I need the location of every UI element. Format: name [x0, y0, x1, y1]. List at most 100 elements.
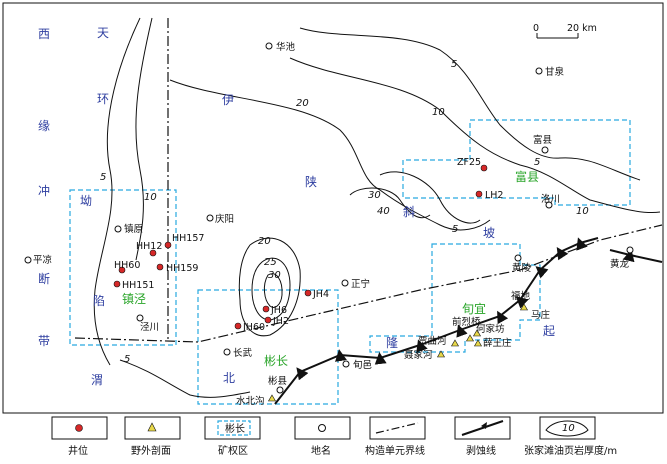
- contour-label: 5: [100, 172, 106, 183]
- section-labels: 前烈桥 何家坊 贾曲河 薛王庄 聂家河 水北沟: [236, 316, 512, 407]
- tectonic-label: 带: [38, 334, 50, 348]
- tectonic-label: 坡: [483, 226, 495, 240]
- tectonic-label: 北: [223, 371, 235, 385]
- place-marker: [541, 146, 549, 154]
- well-label: JH4: [312, 289, 329, 300]
- well-marker: [113, 280, 121, 288]
- thickness-contours: [93, 17, 661, 398]
- place-label: 黄龙: [610, 258, 630, 270]
- place-label: 甘泉: [545, 66, 565, 78]
- section-label: 聂家河: [404, 349, 433, 361]
- tectonic-label: 起: [543, 324, 555, 338]
- legend-block-symbol: [217, 420, 251, 436]
- legend-section-symbol: [147, 422, 157, 432]
- erosion-line-south: [274, 237, 599, 405]
- block-binchang-outline: [197, 289, 339, 405]
- contour-south-5: [119, 359, 251, 398]
- contour-jh-ring-30: [263, 273, 283, 308]
- well-marker: [480, 164, 488, 172]
- well-label: HH159: [166, 263, 198, 274]
- place-marker: [341, 279, 349, 287]
- well-label: HH12: [136, 241, 162, 252]
- legend-erosion-symbol: [461, 420, 504, 436]
- legend-well-label: 井位: [68, 444, 88, 457]
- contour-label: 10: [576, 206, 589, 217]
- section-marker: [450, 339, 460, 347]
- well-marker: [262, 305, 270, 313]
- tectonic-label: 斜: [403, 205, 415, 219]
- place-label: 长武: [233, 347, 253, 359]
- contour-label: 30: [368, 190, 381, 201]
- tectonic-label: 缘: [38, 119, 50, 133]
- contour-west-5: [93, 17, 141, 366]
- contour-label: 30: [268, 270, 281, 281]
- place-marker: [514, 254, 522, 262]
- well-marker: [149, 249, 157, 257]
- legend-block-label: 矿权区: [218, 444, 248, 457]
- legend-erosion-tooth: [481, 422, 487, 429]
- well-marker: [264, 316, 272, 324]
- place-marker: [535, 67, 543, 75]
- well-label: HH151: [122, 280, 154, 291]
- erosion-line-east: [609, 249, 663, 263]
- place-marker: [265, 42, 273, 50]
- scale-bar: 0 20 km: [533, 23, 597, 39]
- contour-main-10: [289, 57, 661, 214]
- legend-block-box: [204, 416, 261, 440]
- contour-main-20: [169, 79, 491, 231]
- place-label: 泾川: [140, 321, 159, 333]
- place-label: 华池: [276, 41, 296, 53]
- contour-label: 20: [258, 236, 271, 247]
- block-label: 旬宜: [462, 301, 486, 316]
- well-label: ZF25: [457, 157, 481, 168]
- legend-thickness-label: 张家滩油页岩厚度/m: [524, 444, 617, 457]
- block-zhenjing-outline: [69, 189, 177, 346]
- place-marker: [114, 225, 122, 233]
- place-marker: [276, 386, 284, 394]
- place-marker: [136, 314, 144, 322]
- legend-thickness-box: [539, 416, 596, 440]
- section-marker: [473, 339, 483, 347]
- contour-label: 10: [432, 107, 445, 118]
- scale-zero-label: 0: [533, 23, 539, 34]
- legend-place-symbol: [318, 424, 326, 432]
- block-labels: 镇泾 彬长 旬宜 富县: [122, 169, 539, 368]
- contour-label: 20: [296, 98, 309, 109]
- section-marker: [519, 303, 529, 311]
- place-label: 马庄: [531, 309, 551, 321]
- block-label: 彬长: [264, 354, 288, 368]
- place-markers: [24, 42, 634, 394]
- place-marker: [223, 348, 231, 356]
- place-label: 平凉: [33, 254, 52, 266]
- legend-thickness-sample: 10: [562, 423, 575, 434]
- legend-thickness-symbol: [545, 420, 589, 437]
- tectonic-label: 天: [97, 26, 109, 40]
- well-marker: [156, 263, 164, 271]
- contour-label: 5: [534, 157, 540, 168]
- tectonic-label: 陷: [93, 293, 105, 308]
- block-label: 镇泾: [122, 292, 146, 306]
- well-labels: ZF25 LH2 HH157 HH12 HH60 HH159 HH151 JH4…: [114, 157, 503, 333]
- well-marker: [118, 266, 126, 274]
- place-label: 镇原: [124, 223, 143, 235]
- place-marker: [24, 256, 32, 264]
- contour-label: 25: [264, 257, 277, 268]
- well-marker: [475, 190, 483, 198]
- tectonic-label: 环: [97, 92, 109, 106]
- well-label: HH60: [114, 260, 140, 271]
- contour-label: 40: [377, 206, 390, 217]
- well-label: JH60: [242, 322, 265, 333]
- legend-section-label: 野外剖面: [131, 444, 171, 457]
- tectonic-label: 渭: [91, 373, 103, 387]
- place-label: 富县: [533, 134, 552, 146]
- contour-jh-ring-20: [238, 237, 301, 337]
- legend-boundary-label: 构造单元界线: [365, 444, 425, 457]
- legend-place-label: 地名: [311, 444, 331, 457]
- section-label: 薛王庄: [483, 337, 512, 349]
- tectonic-label: 坳: [80, 194, 92, 208]
- contour-main-40: [349, 187, 431, 219]
- tectonic-label: 冲: [38, 183, 50, 198]
- tectonic-label: 伊: [222, 93, 234, 107]
- section-markers: [267, 303, 529, 402]
